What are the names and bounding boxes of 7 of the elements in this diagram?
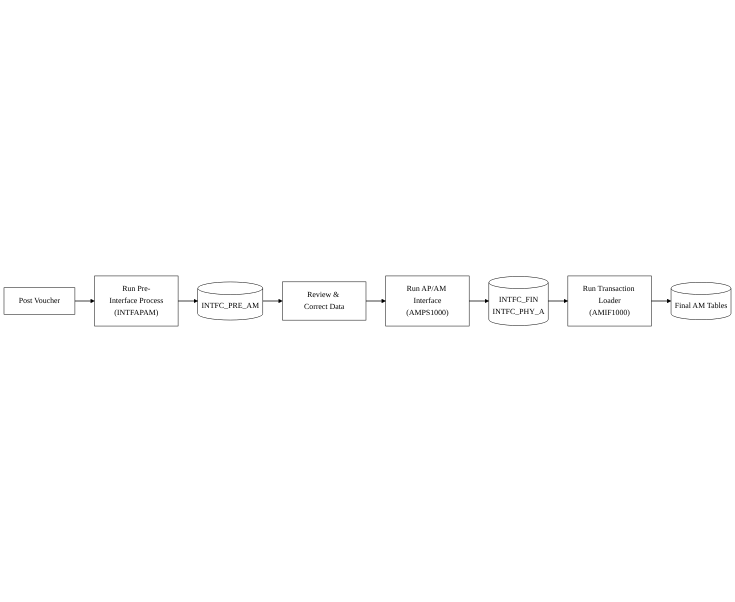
arrow [178,298,198,304]
arrow [366,298,386,304]
arrow [651,298,672,304]
arrow [468,298,490,304]
arrow [74,298,95,304]
arrow [548,298,568,304]
arrow [262,298,283,304]
